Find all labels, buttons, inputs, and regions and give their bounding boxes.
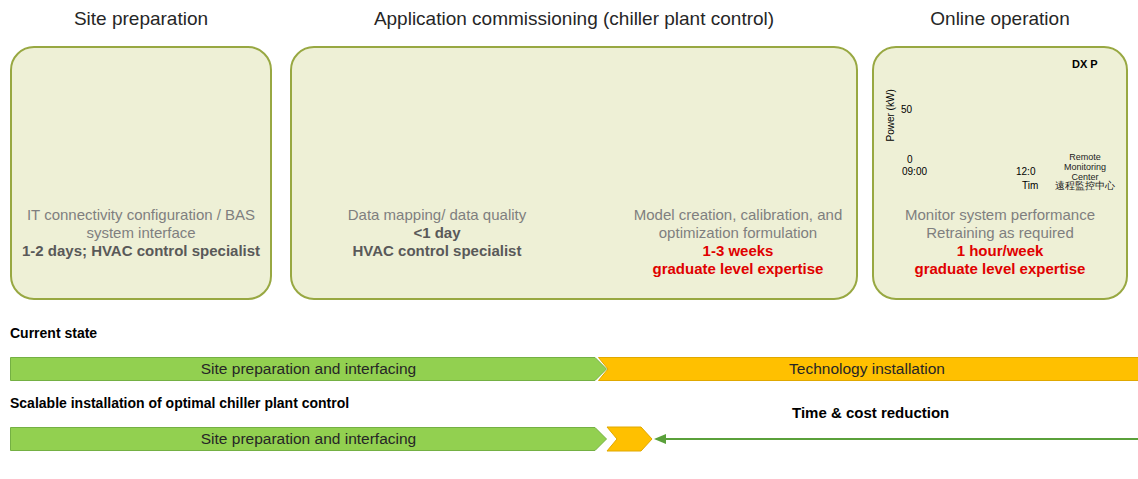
bar-outline — [11, 358, 607, 381]
timeline-bar: Site preparation and interfacing — [10, 427, 607, 451]
timeline-bar: Site preparation and interfacing — [10, 357, 607, 381]
task-description: Model creation, calibration, and optimiz… — [632, 206, 844, 242]
panel-heading: Application commissioning (chiller plant… — [232, 8, 916, 30]
bar-label: Site preparation and interfacing — [201, 360, 416, 378]
effort-highlight: graduate level expertise — [632, 260, 844, 278]
figure-label: 09:00 — [902, 166, 927, 177]
text-column: Data mapping/ data quality<1 dayHVAC con… — [302, 206, 572, 260]
task-description: Data mapping/ data quality — [302, 206, 572, 224]
figure-label: 12:0 — [1016, 166, 1035, 177]
panel-heading: Site preparation — [0, 8, 330, 30]
figure-label: 0 — [907, 154, 913, 165]
figure-label: 遠程監控中心 — [1050, 180, 1120, 192]
bar-outline — [599, 358, 1138, 381]
text-column: Monitor system performance Retraining as… — [882, 206, 1118, 278]
process-panel: Application commissioning (chiller plant… — [290, 46, 858, 300]
section-label: Current state — [10, 325, 97, 341]
effort-highlight: 1 hour/week — [882, 242, 1118, 260]
task-description: Monitor system performance Retraining as… — [882, 206, 1118, 242]
effort-note: HVAC control specialist — [302, 242, 572, 260]
task-description: IT connectivity configuration / BAS syst… — [20, 206, 262, 242]
section-label: Scalable installation of optimal chiller… — [10, 395, 349, 411]
effort-note: 1-2 days; HVAC control specialist — [20, 242, 262, 260]
figure-label: Remote Monitoring Center — [1050, 152, 1120, 182]
effort-highlight: graduate level expertise — [882, 260, 1118, 278]
effort-note: <1 day — [302, 224, 572, 242]
effort-highlight: 1-3 weeks — [632, 242, 844, 260]
figure-label: DX P — [1072, 58, 1098, 70]
text-column: Model creation, calibration, and optimiz… — [632, 206, 844, 278]
panel-heading: Online operation — [814, 8, 1138, 30]
figure-label: Tim — [1022, 180, 1038, 191]
text-column: IT connectivity configuration / BAS syst… — [20, 206, 262, 260]
section-label: Time & cost reduction — [792, 404, 949, 421]
reduction-arrow-line — [664, 438, 1138, 440]
reduction-arrow-head — [654, 434, 666, 444]
bar-label: Site preparation and interfacing — [201, 430, 416, 448]
bar-outline — [11, 428, 607, 451]
figure-label: 50 — [901, 104, 912, 115]
timeline-bar: Technology installation — [598, 357, 1138, 381]
bar-label: Technology installation — [789, 360, 945, 378]
process-panel: Site preparationIT connectivity configur… — [10, 46, 272, 300]
figure-label: Power (kW) — [885, 90, 896, 142]
remaining-installation-chevron — [607, 427, 652, 451]
